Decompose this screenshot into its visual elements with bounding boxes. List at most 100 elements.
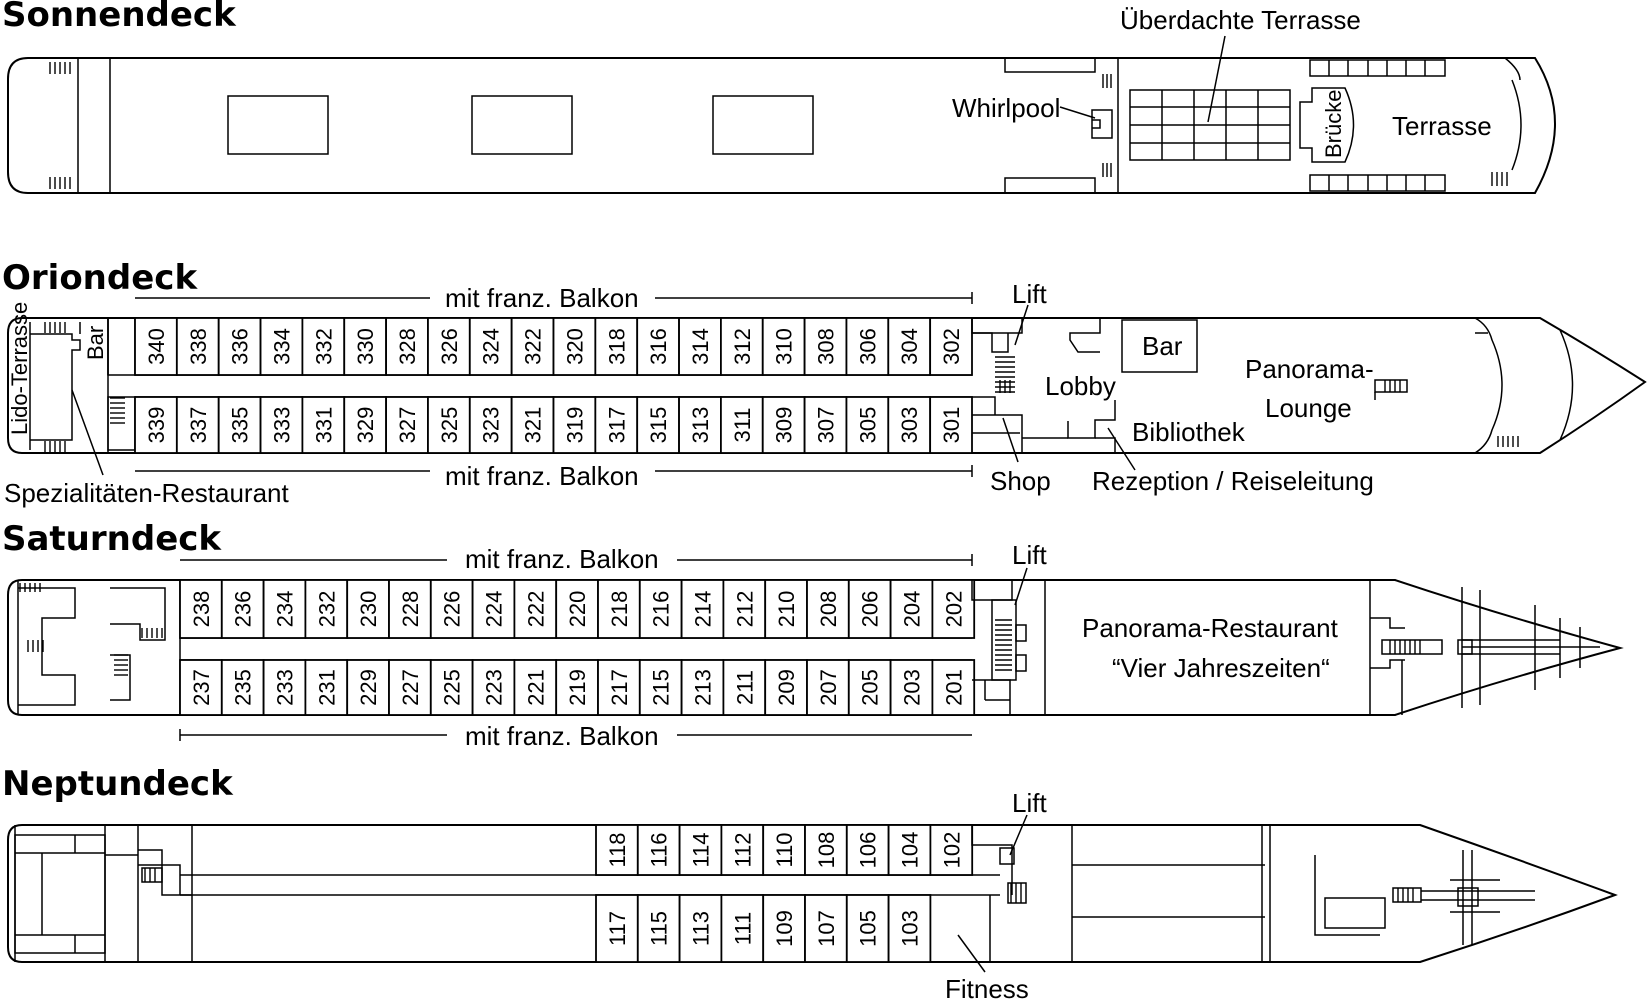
cabin-number: 116 [647, 832, 672, 867]
cabin-box [595, 824, 639, 876]
cabin-number: 111 [730, 912, 755, 945]
label-panorama-restaurant-2: “Vier Jahreszeiten“ [1112, 653, 1330, 683]
cabin-number: 312 [730, 328, 755, 365]
skylight-3 [712, 95, 814, 155]
cabin-number: 307 [814, 407, 839, 444]
cabin-box [388, 659, 432, 716]
bridge-outline [1299, 87, 1355, 163]
cabin-box [887, 396, 932, 454]
cabin-box [427, 317, 471, 376]
cabin-box [678, 894, 723, 963]
cabin-number: 333 [269, 407, 294, 444]
cabin-number: 204 [900, 591, 925, 628]
cabin-number: 218 [607, 591, 632, 628]
cabin-box [385, 396, 429, 454]
label-lift-oriondeck: Lift [1012, 279, 1047, 309]
cabin-number: 233 [273, 669, 298, 706]
cabin-box [346, 579, 390, 639]
cabin-number: 105 [856, 910, 881, 947]
cabin-number: 207 [816, 669, 841, 706]
cabin-number: 313 [688, 407, 713, 444]
cabin-box [889, 579, 934, 639]
cabin-number: 108 [814, 832, 839, 869]
label-balkon-saturndeck-bottom: mit franz. Balkon [465, 721, 659, 751]
cabin-number: 115 [647, 911, 672, 946]
cabin-number: 326 [437, 328, 462, 365]
cabin-box [134, 317, 178, 376]
cabin-box [887, 317, 932, 376]
label-balkon-saturndeck-top: mit franz. Balkon [465, 544, 659, 574]
cabin-box [680, 659, 725, 716]
cabin-number: 214 [691, 591, 716, 628]
cabin-number: 338 [186, 328, 211, 365]
cabin-box [217, 396, 262, 454]
cabin-number: 340 [144, 328, 169, 365]
cabin-number: 202 [941, 591, 966, 628]
cabin-box [929, 396, 973, 454]
cabin-number: 232 [314, 591, 339, 628]
cabin-number: 225 [440, 669, 465, 706]
cabin-box [720, 824, 765, 876]
cabin-box [720, 894, 765, 963]
cabin-box [301, 317, 346, 376]
cabin-box [762, 894, 806, 963]
cabin-number: 213 [691, 669, 716, 706]
cabin-box [429, 659, 474, 716]
cabin-number: 209 [774, 669, 799, 706]
stairs-sonnendeck-aft [49, 62, 71, 189]
cabin-number: 237 [189, 669, 214, 706]
whirlpool-basin [1091, 109, 1113, 139]
cabin-box [636, 396, 680, 454]
cabin-number: 224 [482, 591, 507, 628]
cabin-number: 303 [897, 407, 922, 444]
cabin-number: 103 [898, 910, 923, 947]
stairs-oriondeck-bow [1497, 436, 1519, 447]
label-ueberdachte-terrasse: Überdachte Terrasse [1120, 5, 1361, 35]
cabin-number: 219 [565, 669, 590, 706]
cabin-box [388, 579, 432, 639]
cabin-box [220, 659, 265, 716]
cabin-box [845, 317, 890, 376]
cabin-number: 309 [772, 407, 797, 444]
cabin-number: 331 [311, 407, 336, 444]
cabin-box [552, 396, 597, 454]
bar-oriondeck [1121, 319, 1198, 373]
cabin-number: 317 [604, 407, 629, 444]
cabin-number: 201 [941, 669, 966, 706]
stairs-oriondeck-lobby [995, 356, 1015, 393]
cabin-number: 236 [231, 591, 256, 628]
cabin-number: 322 [521, 328, 546, 365]
saturndeck: Saturndeck mit franz. Balkon mit franz. … [2, 519, 1624, 751]
cabin-number: 318 [604, 328, 629, 365]
cabin-box [931, 579, 976, 639]
cabin-number: 234 [273, 591, 298, 628]
label-lido-terrasse: Lido-Terrasse [7, 302, 32, 435]
cabin-number: 206 [858, 591, 883, 628]
cabin-number: 337 [186, 407, 211, 444]
cabin-box [678, 317, 722, 376]
cabin-number: 306 [855, 328, 880, 365]
cabin-box [762, 824, 806, 876]
deck-title-saturndeck: Saturndeck [2, 519, 222, 559]
cabin-number: 113 [689, 911, 714, 946]
cabin-number: 334 [269, 328, 294, 365]
cabin-number: 104 [898, 832, 923, 869]
cabin-number: 118 [605, 832, 630, 867]
cabin-box [555, 659, 599, 716]
cabin-number: 310 [772, 328, 797, 365]
label-spezialitaeten-restaurant: Spezialitäten-Restaurant [4, 478, 289, 508]
label-panorama-lounge-2: Lounge [1265, 393, 1352, 423]
cabin-number: 226 [440, 591, 465, 628]
cabin-box [510, 317, 555, 376]
cabin-number: 216 [649, 591, 674, 628]
cabin-number: 314 [688, 328, 713, 365]
cabin-number: 325 [437, 407, 462, 444]
cabin-box [468, 396, 513, 454]
cabin-number: 328 [395, 328, 420, 365]
cabin-box [806, 579, 850, 639]
cabin-number: 229 [356, 669, 381, 706]
cabin-number: 106 [856, 832, 881, 869]
